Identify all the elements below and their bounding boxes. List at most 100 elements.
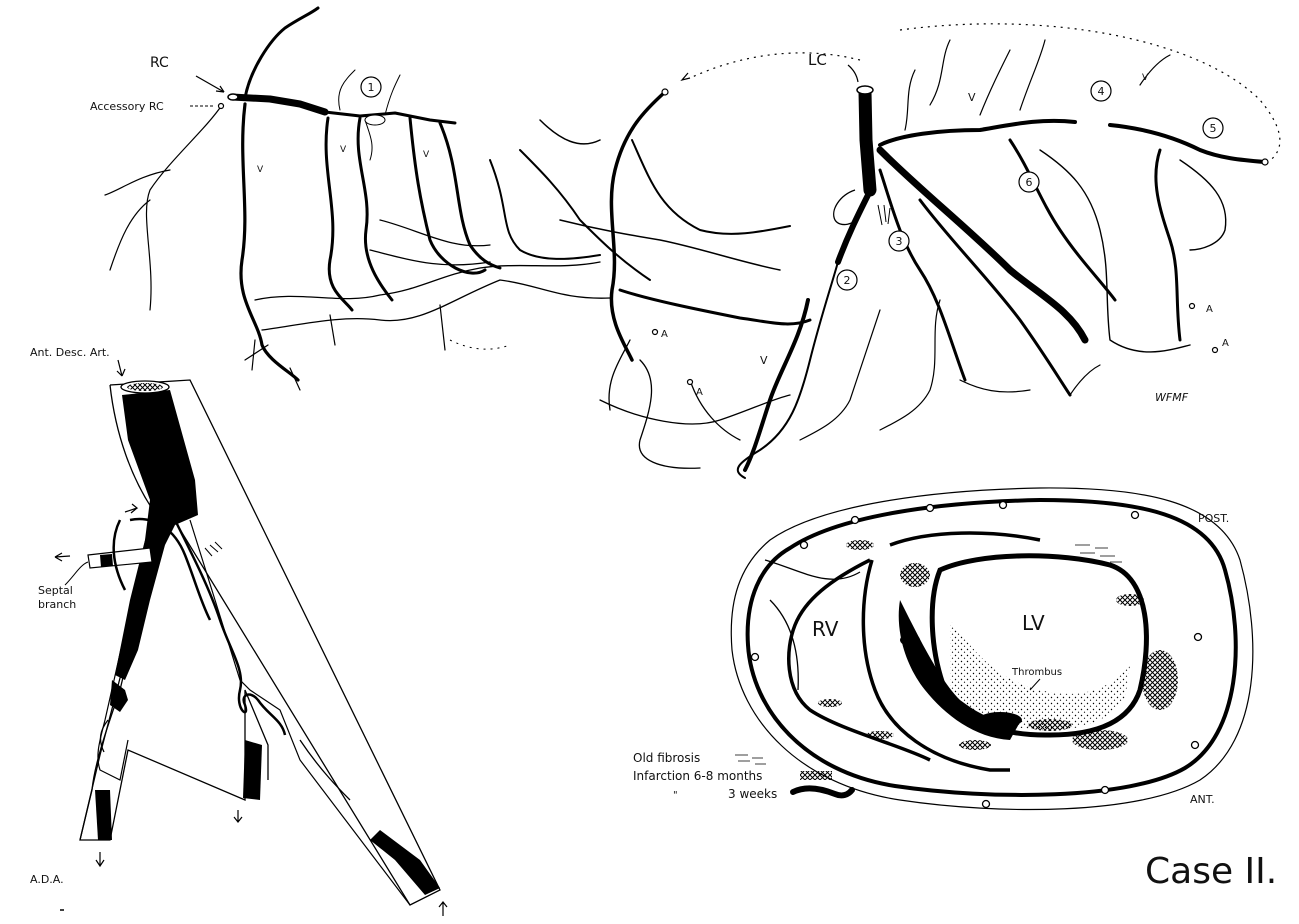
lc-descending [838,195,868,262]
dotted-arc-arrowhead [682,73,690,80]
recent-infarct-patch-1 [900,634,920,646]
lc-branch-c [1010,140,1115,300]
segment-3-occlusion-marks [878,205,890,225]
ada-bottom-label: A.D.A. [30,873,64,886]
legend-old-fibrosis-label: Old fibrosis [633,751,700,765]
mid-vessel-cut-end [662,89,668,95]
legend-infarction-label: Infarction 6-8 months [633,769,762,783]
septal-branch-label-line2: branch [38,598,76,611]
ant-label: ANT. [1190,793,1215,806]
rc-pointer-arrowhead [216,86,224,92]
dotted-arc-right [900,24,1280,162]
wall-vessel-7 [1102,787,1109,794]
septal-branch-pointer [65,562,88,585]
ada-down-arrow-1 [96,852,104,866]
mid-vessel-a [611,92,665,360]
lc-cut-end [857,86,873,94]
segment-1-label: 1 [368,81,375,94]
ada-panel: Ant. Desc. Art. Septal branch A.D.A. [30,346,447,916]
lc-label: LC [808,51,827,69]
roman-v-label-4: V [760,354,768,367]
lc-circumflex-main [880,150,1085,340]
legend-old-fibrosis-swatch [735,755,766,764]
collateral-1 [255,262,600,300]
ada-cut-end-hatch [127,383,163,391]
recent-infarct-patch-2 [978,712,1022,728]
coronary-artery-map [105,8,1280,478]
rc-cut-end [228,94,238,100]
ada-up-arrow [439,902,447,916]
roman-v-label-1: V [257,165,264,175]
segment-6-label: 6 [1026,176,1033,189]
post-label: POST. [1198,512,1229,525]
occlusion-1 [365,115,385,125]
old-infarct-patch-4 [1028,719,1072,731]
old-infarct-patch-2 [1142,650,1178,710]
lower-mid-branches [609,340,740,468]
lc-pointer-arrow [848,65,858,82]
legend-three-weeks-swatch [793,788,852,795]
rc-branch-e [440,123,500,268]
rc-continuation [325,112,455,123]
a-marker-label-2: A [696,387,703,398]
roman-v-label-5: V [968,91,976,104]
lc-branch-loop [834,190,860,225]
left-coronary-trunk [865,92,870,190]
old-infarct-patch-9 [1116,594,1144,606]
lc-branch-d [1156,150,1180,340]
lc-descending-lower [738,262,838,478]
rc-pointer-arrow [196,76,224,92]
accessory-rc-orifice [219,104,224,109]
a-marker-orifice-2 [688,380,693,385]
dotted-arc-left [690,53,860,78]
lc-lower-twigs [960,365,1100,395]
a-marker-label-3: A [1206,304,1213,315]
segment-3-label: 3 [896,235,903,248]
rv-label: RV [812,617,839,641]
legend-ditto-mark: " [673,790,678,801]
wall-vessel-10 [801,542,808,549]
old-infarct-patch-1 [900,563,930,587]
ada-branch-marks [205,542,222,556]
legend-three-weeks-label: 3 weeks [728,787,777,801]
wall-vessel-1 [852,517,859,524]
wall-vessel-2 [927,505,934,512]
accessory-rc-label: Accessory RC [90,100,164,113]
wall-vessel-8 [983,801,990,808]
signature-mark: WFMF [1155,391,1189,404]
mid-vessel-b [632,140,790,234]
old-infarct-patch-8 [866,731,894,739]
roman-v-label-6: V [1142,73,1149,83]
septal-outflow-arrow [55,553,70,561]
lc-upper-twigs [905,40,1170,130]
ada-flow-arrow-top [125,504,137,513]
septal-branch-label-line1: Septal [38,584,73,597]
segment-5-orifice [1262,159,1268,165]
old-infarct-patch-3 [1072,730,1128,750]
case-label: Case II. [1145,851,1277,892]
rc-label: RC [150,55,169,71]
lc-branch-e [1040,150,1190,352]
ada-thrombus-upper [115,390,198,680]
segment-2-label: 2 [844,274,851,287]
a-marker-orifice-1 [653,330,658,335]
ada-lower-clot [370,830,440,895]
wall-vessel-4 [1132,512,1139,519]
old-infarct-patch-7 [818,699,842,707]
a-marker-label-1: A [661,329,668,340]
ada-lower-branch-clot [95,790,112,840]
wall-vessel-6 [1192,742,1199,749]
thrombus-label: Thrombus [1011,667,1062,678]
ada-title-label: Ant. Desc. Art. [30,346,110,359]
mid-vessel-c [520,150,650,280]
lv-label: LV [1022,611,1045,635]
ada-middle-branch-clot [243,740,262,800]
ada-outline-d [190,520,410,905]
lower-mid-collateral [600,395,790,424]
accessory-rc-branches [105,105,222,310]
heart-cross-section: POST. ANT. RV LV Thrombus [731,488,1253,810]
a-marker-orifice-4 [1213,348,1218,353]
old-infarct-patch-5 [959,740,991,750]
rc-branch-c [358,118,392,300]
legend-infarction-swatch [800,771,832,780]
